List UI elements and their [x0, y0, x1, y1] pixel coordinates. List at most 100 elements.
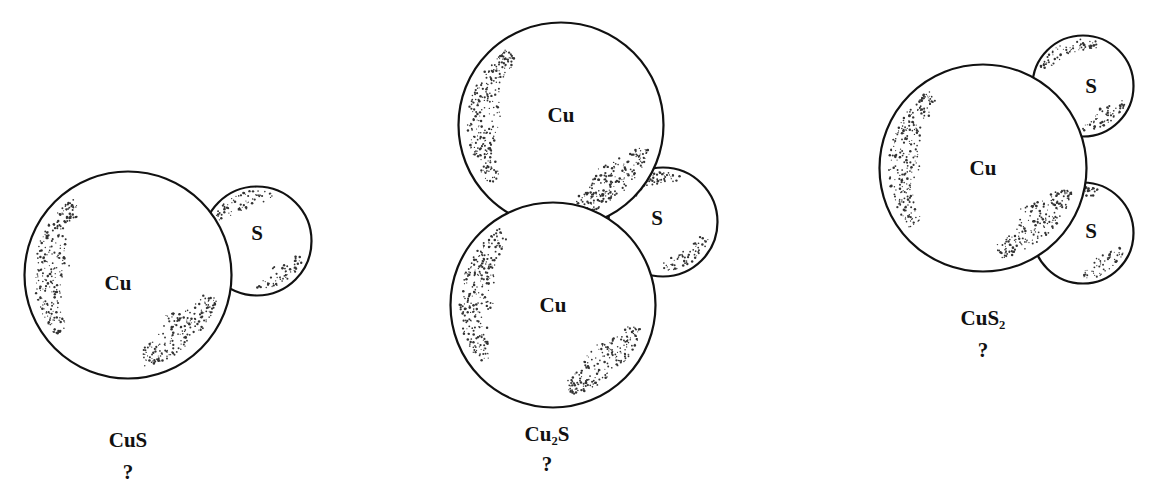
- stipple-dot: [619, 360, 621, 362]
- stipple-dot: [468, 295, 470, 297]
- stipple-dot: [493, 169, 495, 171]
- stipple-dot: [182, 330, 184, 332]
- stipple-dot: [498, 63, 500, 65]
- stipple-dot: [475, 270, 476, 271]
- stipple-dot: [155, 346, 157, 348]
- stipple-dot: [163, 325, 165, 327]
- stipple-dot: [73, 216, 75, 218]
- stipple-dot: [480, 120, 482, 122]
- stipple-dot: [481, 277, 483, 279]
- stipple-dot: [168, 318, 170, 320]
- stipple-dot: [45, 235, 47, 237]
- stipple-dot: [49, 273, 52, 276]
- stipple-dot: [657, 180, 660, 183]
- stipple-dot: [648, 176, 650, 178]
- stipple-dot: [472, 142, 473, 143]
- stipple-dot: [614, 190, 616, 192]
- stipple-dot: [923, 94, 925, 96]
- stipple-dot: [494, 161, 497, 164]
- stipple-dot: [490, 235, 492, 237]
- stipple-dot: [73, 207, 75, 209]
- stipple-dot: [464, 298, 466, 300]
- stipple-dot: [211, 308, 213, 310]
- stipple-dot: [907, 195, 909, 197]
- stipple-dot: [183, 341, 185, 343]
- stipple-dot: [48, 321, 51, 324]
- stipple-dot: [578, 383, 580, 385]
- stipple-dot: [906, 188, 908, 190]
- stipple-dot: [634, 344, 637, 347]
- stipple-dot: [44, 234, 45, 235]
- stipple-dot: [266, 287, 267, 288]
- stipple-dot: [205, 321, 206, 322]
- stipple-dot: [53, 331, 55, 333]
- stipple-dot: [242, 192, 245, 195]
- stipple-dot: [631, 178, 633, 180]
- stipple-dot: [698, 249, 700, 251]
- stipple-dot: [484, 140, 485, 141]
- stipple-dot: [695, 246, 696, 247]
- stipple-dot: [285, 270, 287, 272]
- stipple-dot: [918, 169, 920, 171]
- stipple-dot: [62, 227, 64, 229]
- stipple-dot: [264, 191, 266, 193]
- stipple-dot: [164, 343, 166, 345]
- stipple-dot: [636, 338, 638, 340]
- stipple-dot: [277, 277, 278, 278]
- stipple-dot: [684, 262, 686, 264]
- stipple-dot: [169, 354, 170, 355]
- stipple-dot: [493, 107, 495, 109]
- stipple-dot: [496, 245, 498, 247]
- stipple-dot: [694, 242, 697, 245]
- stipple-dot: [55, 332, 57, 334]
- stipple-dot: [911, 140, 912, 141]
- stipple-dot: [1045, 218, 1046, 219]
- stipple-dot: [570, 379, 572, 381]
- stipple-dot: [176, 351, 178, 353]
- stipple-dot: [46, 231, 48, 233]
- stipple-dot: [899, 152, 901, 154]
- stipple-dot: [498, 173, 499, 174]
- stipple-dot: [675, 179, 677, 181]
- stipple-dot: [171, 338, 172, 339]
- stipple-dot: [913, 222, 915, 224]
- stipple-dot: [148, 359, 151, 362]
- stipple-dot: [59, 290, 61, 292]
- stipple-dot: [239, 208, 241, 210]
- stipple-dot: [51, 305, 53, 307]
- stipple-dot: [174, 354, 176, 356]
- stipple-dot: [475, 303, 478, 306]
- stipple-dot: [492, 236, 494, 238]
- stipple-dot: [909, 143, 910, 144]
- stipple-dot: [50, 280, 52, 282]
- stipple-dot: [902, 169, 903, 170]
- stipple-dot: [580, 372, 582, 374]
- stipple-dot: [1021, 222, 1023, 224]
- stipple-dot: [912, 116, 914, 118]
- stipple-dot: [907, 168, 908, 169]
- stipple-dot: [904, 138, 906, 140]
- stipple-dot: [475, 99, 477, 101]
- stipple-dot: [210, 312, 212, 314]
- stipple-dot: [587, 384, 589, 386]
- stipple-dot: [707, 239, 708, 240]
- stipple-dot: [476, 320, 478, 322]
- stipple-dot: [617, 352, 618, 353]
- stipple-dot: [261, 195, 263, 197]
- stipple-dot: [912, 218, 913, 219]
- stipple-dot: [585, 192, 587, 194]
- stipple-dot: [605, 192, 606, 193]
- stipple-dot: [619, 347, 621, 349]
- stipple-dot: [900, 192, 901, 193]
- stipple-dot: [498, 253, 500, 255]
- stipple-dot: [907, 199, 908, 200]
- stipple-dot: [170, 328, 172, 330]
- stipple-dot: [202, 327, 204, 329]
- stipple-dot: [52, 230, 54, 232]
- stipple-dot: [640, 161, 641, 162]
- stipple-dot: [644, 158, 645, 159]
- stipple-dot: [38, 246, 40, 248]
- stipple-dot: [583, 390, 586, 393]
- stipple-dot: [626, 161, 628, 163]
- stipple-dot: [504, 58, 506, 60]
